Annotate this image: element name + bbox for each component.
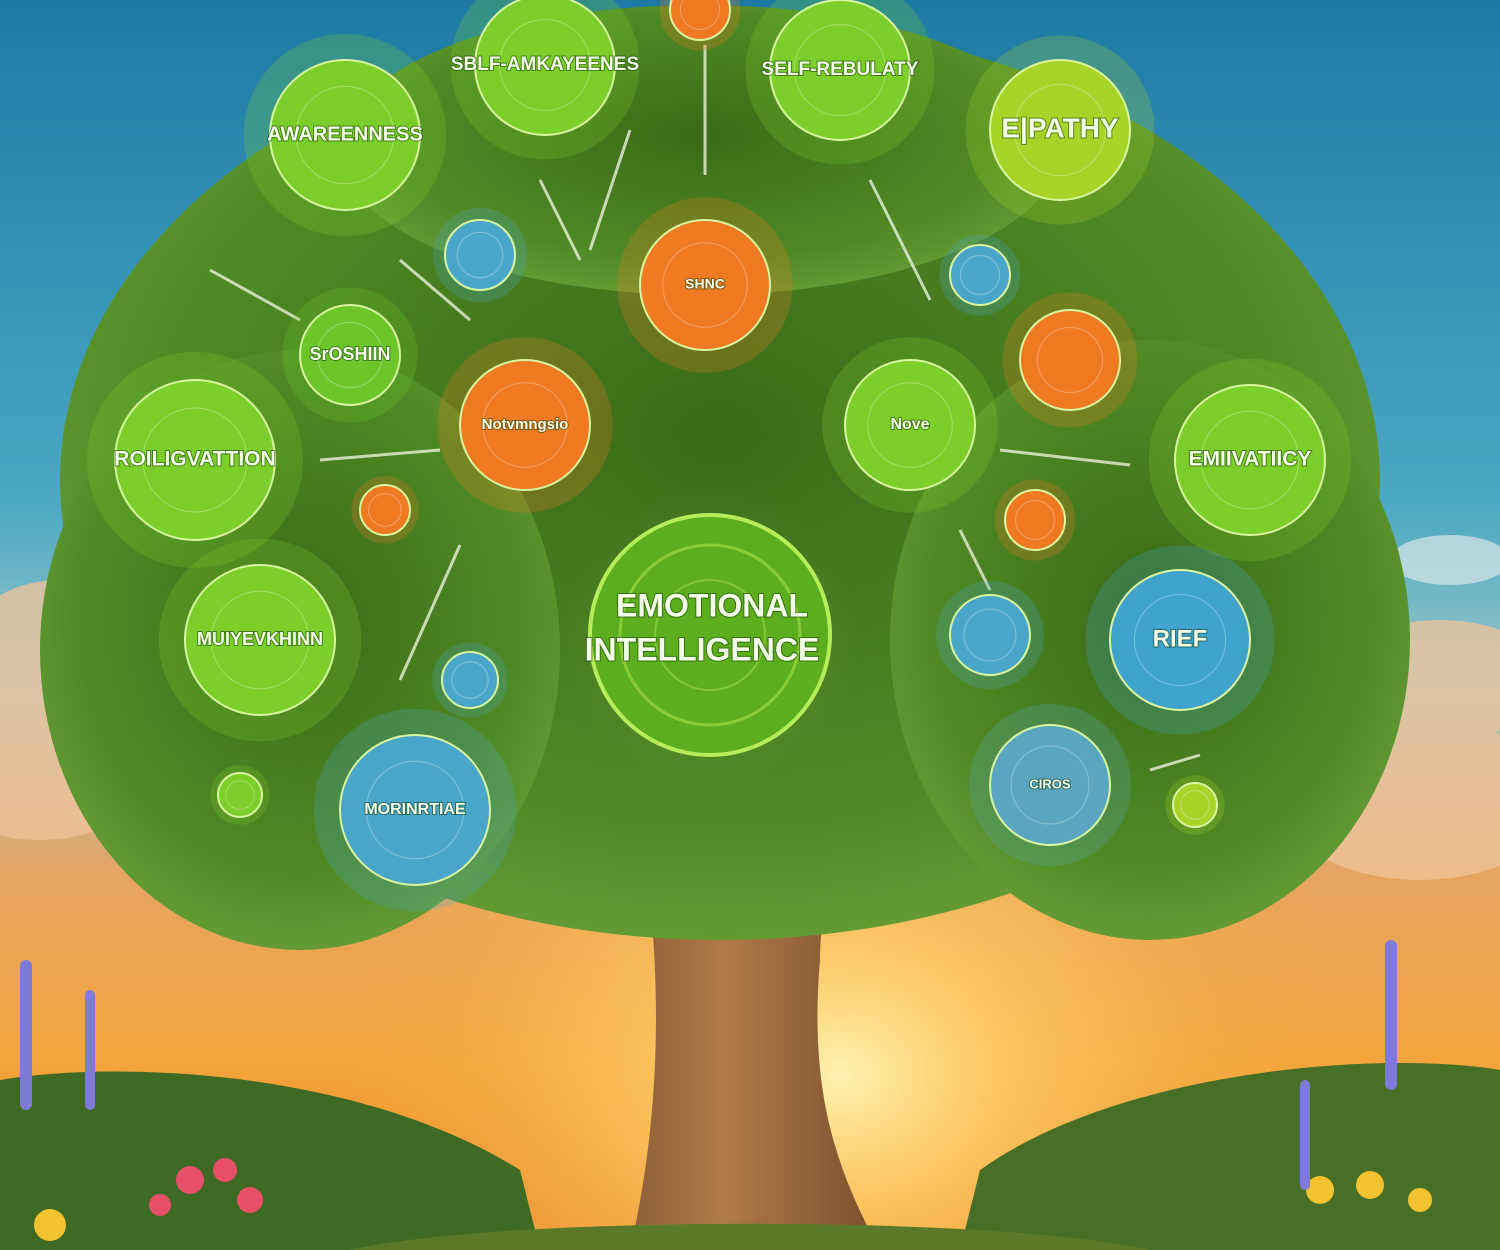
node-green-dot-1[interactable]	[210, 765, 270, 825]
node-label: CIROS	[1029, 776, 1071, 791]
node-ring	[295, 85, 395, 185]
node-green-dot-2[interactable]	[1165, 775, 1225, 835]
node-muiyevkhinn[interactable]: MUIYEVKHINN	[158, 538, 362, 742]
node-circle	[444, 219, 516, 291]
node-circle	[1019, 309, 1121, 411]
node-morinrtiae[interactable]: MORINRTIAE	[313, 708, 517, 912]
node-circle	[1172, 782, 1218, 828]
node-motivation-orange[interactable]: Notvmngsio	[437, 337, 613, 513]
node-circle	[949, 244, 1011, 306]
node-ring	[456, 231, 504, 279]
node-nove[interactable]: Nove	[822, 337, 998, 513]
node-ring	[1134, 594, 1226, 686]
node-ring	[662, 242, 748, 328]
node-blue-3[interactable]	[936, 581, 1044, 689]
node-blue-1[interactable]	[432, 207, 528, 303]
node-circle	[459, 359, 591, 491]
ground-plants	[0, 940, 1500, 1250]
node-ring	[365, 760, 465, 860]
node-circle	[639, 219, 771, 351]
node-circle	[184, 564, 336, 716]
node-ring	[499, 19, 591, 111]
node-ciros[interactable]: CIROS	[969, 704, 1131, 866]
center-node[interactable]: EMOTIONAL INTELLIGENCE	[560, 485, 860, 785]
node-orange-small-1[interactable]	[351, 476, 419, 544]
node-circle	[1004, 489, 1066, 551]
node-circle	[339, 734, 491, 886]
node-ring	[451, 661, 489, 699]
node-circle	[217, 772, 263, 818]
node-label: MUIYEVKHINN	[197, 629, 323, 649]
node-emivatiicy[interactable]: EMIIVATIICY	[1148, 358, 1352, 562]
node-label: EMIIVATIICY	[1189, 448, 1312, 471]
node-ring	[1200, 410, 1300, 510]
node-ring	[368, 493, 402, 527]
center-label-line2: INTELLIGENCE	[585, 631, 820, 667]
node-center-orange[interactable]: SHNC	[617, 197, 793, 373]
node-ring	[482, 382, 568, 468]
node-label: Notvmngsio	[482, 416, 569, 433]
node-circle	[441, 651, 499, 709]
node-circle	[989, 59, 1131, 201]
node-circle	[269, 59, 421, 211]
node-circle	[299, 304, 401, 406]
node-circle	[114, 379, 276, 541]
node-label: ROILIGVATTION	[114, 448, 275, 471]
node-ring	[1180, 790, 1210, 820]
node-circle	[1109, 569, 1251, 711]
node-ring	[210, 590, 310, 690]
node-small-green[interactable]: SrOSHIIN	[282, 287, 418, 423]
node-self-regulation[interactable]: SELF-REBULATY	[745, 0, 935, 165]
node-motivation[interactable]: ROILIGVATTION	[87, 352, 303, 568]
connector-lines	[209, 45, 1201, 772]
node-ring	[963, 608, 1017, 662]
node-empathy[interactable]: E|PATHY	[965, 35, 1155, 225]
node-ring	[867, 382, 953, 468]
node-label: SBLF-AMKAYEENES	[451, 54, 639, 75]
node-ring	[794, 24, 886, 116]
node-ring	[1014, 84, 1106, 176]
node-blue-4[interactable]	[432, 642, 508, 718]
node-label: SELF-REBULATY	[762, 59, 919, 80]
node-circle	[474, 0, 616, 136]
node-self-awareness[interactable]: SBLF-AMKAYEENES	[450, 0, 640, 160]
node-label: Nove	[890, 416, 929, 433]
node-label: MORINRTIAE	[364, 801, 466, 818]
node-circle	[989, 724, 1111, 846]
node-ring	[1037, 327, 1103, 393]
node-circle	[1174, 384, 1326, 536]
node-ring	[1015, 500, 1055, 540]
node-blue-2[interactable]	[939, 234, 1021, 316]
node-ring	[960, 255, 1000, 295]
node-label: RIEF	[1153, 625, 1208, 652]
node-label: E|PATHY	[1001, 112, 1119, 143]
node-label: SHNC	[685, 276, 725, 292]
node-orange-small-2[interactable]	[994, 479, 1076, 561]
node-ring	[1010, 745, 1090, 825]
node-top-orange[interactable]	[659, 0, 741, 51]
node-right-orange[interactable]	[1002, 292, 1138, 428]
node-label: SrOSHIIN	[309, 344, 390, 364]
node-circle	[359, 484, 411, 536]
node-ring	[680, 0, 720, 30]
node-ring	[142, 407, 248, 513]
node-circle	[769, 0, 911, 141]
node-circle	[949, 594, 1031, 676]
concept-nodes: AWAREENNESS SBLF-AMKAYEENES SELF-REBULATY E…	[87, 0, 1352, 912]
node-ring	[317, 322, 383, 388]
node-ring	[225, 780, 255, 810]
node-rief[interactable]: RIEF	[1085, 545, 1275, 735]
node-circle	[669, 0, 731, 41]
node-circle	[844, 359, 976, 491]
node-label: AWAREENNESS	[267, 123, 423, 145]
node-awareness[interactable]: AWAREENNESS	[243, 33, 447, 237]
center-label-line1: EMOTIONAL	[616, 587, 808, 623]
